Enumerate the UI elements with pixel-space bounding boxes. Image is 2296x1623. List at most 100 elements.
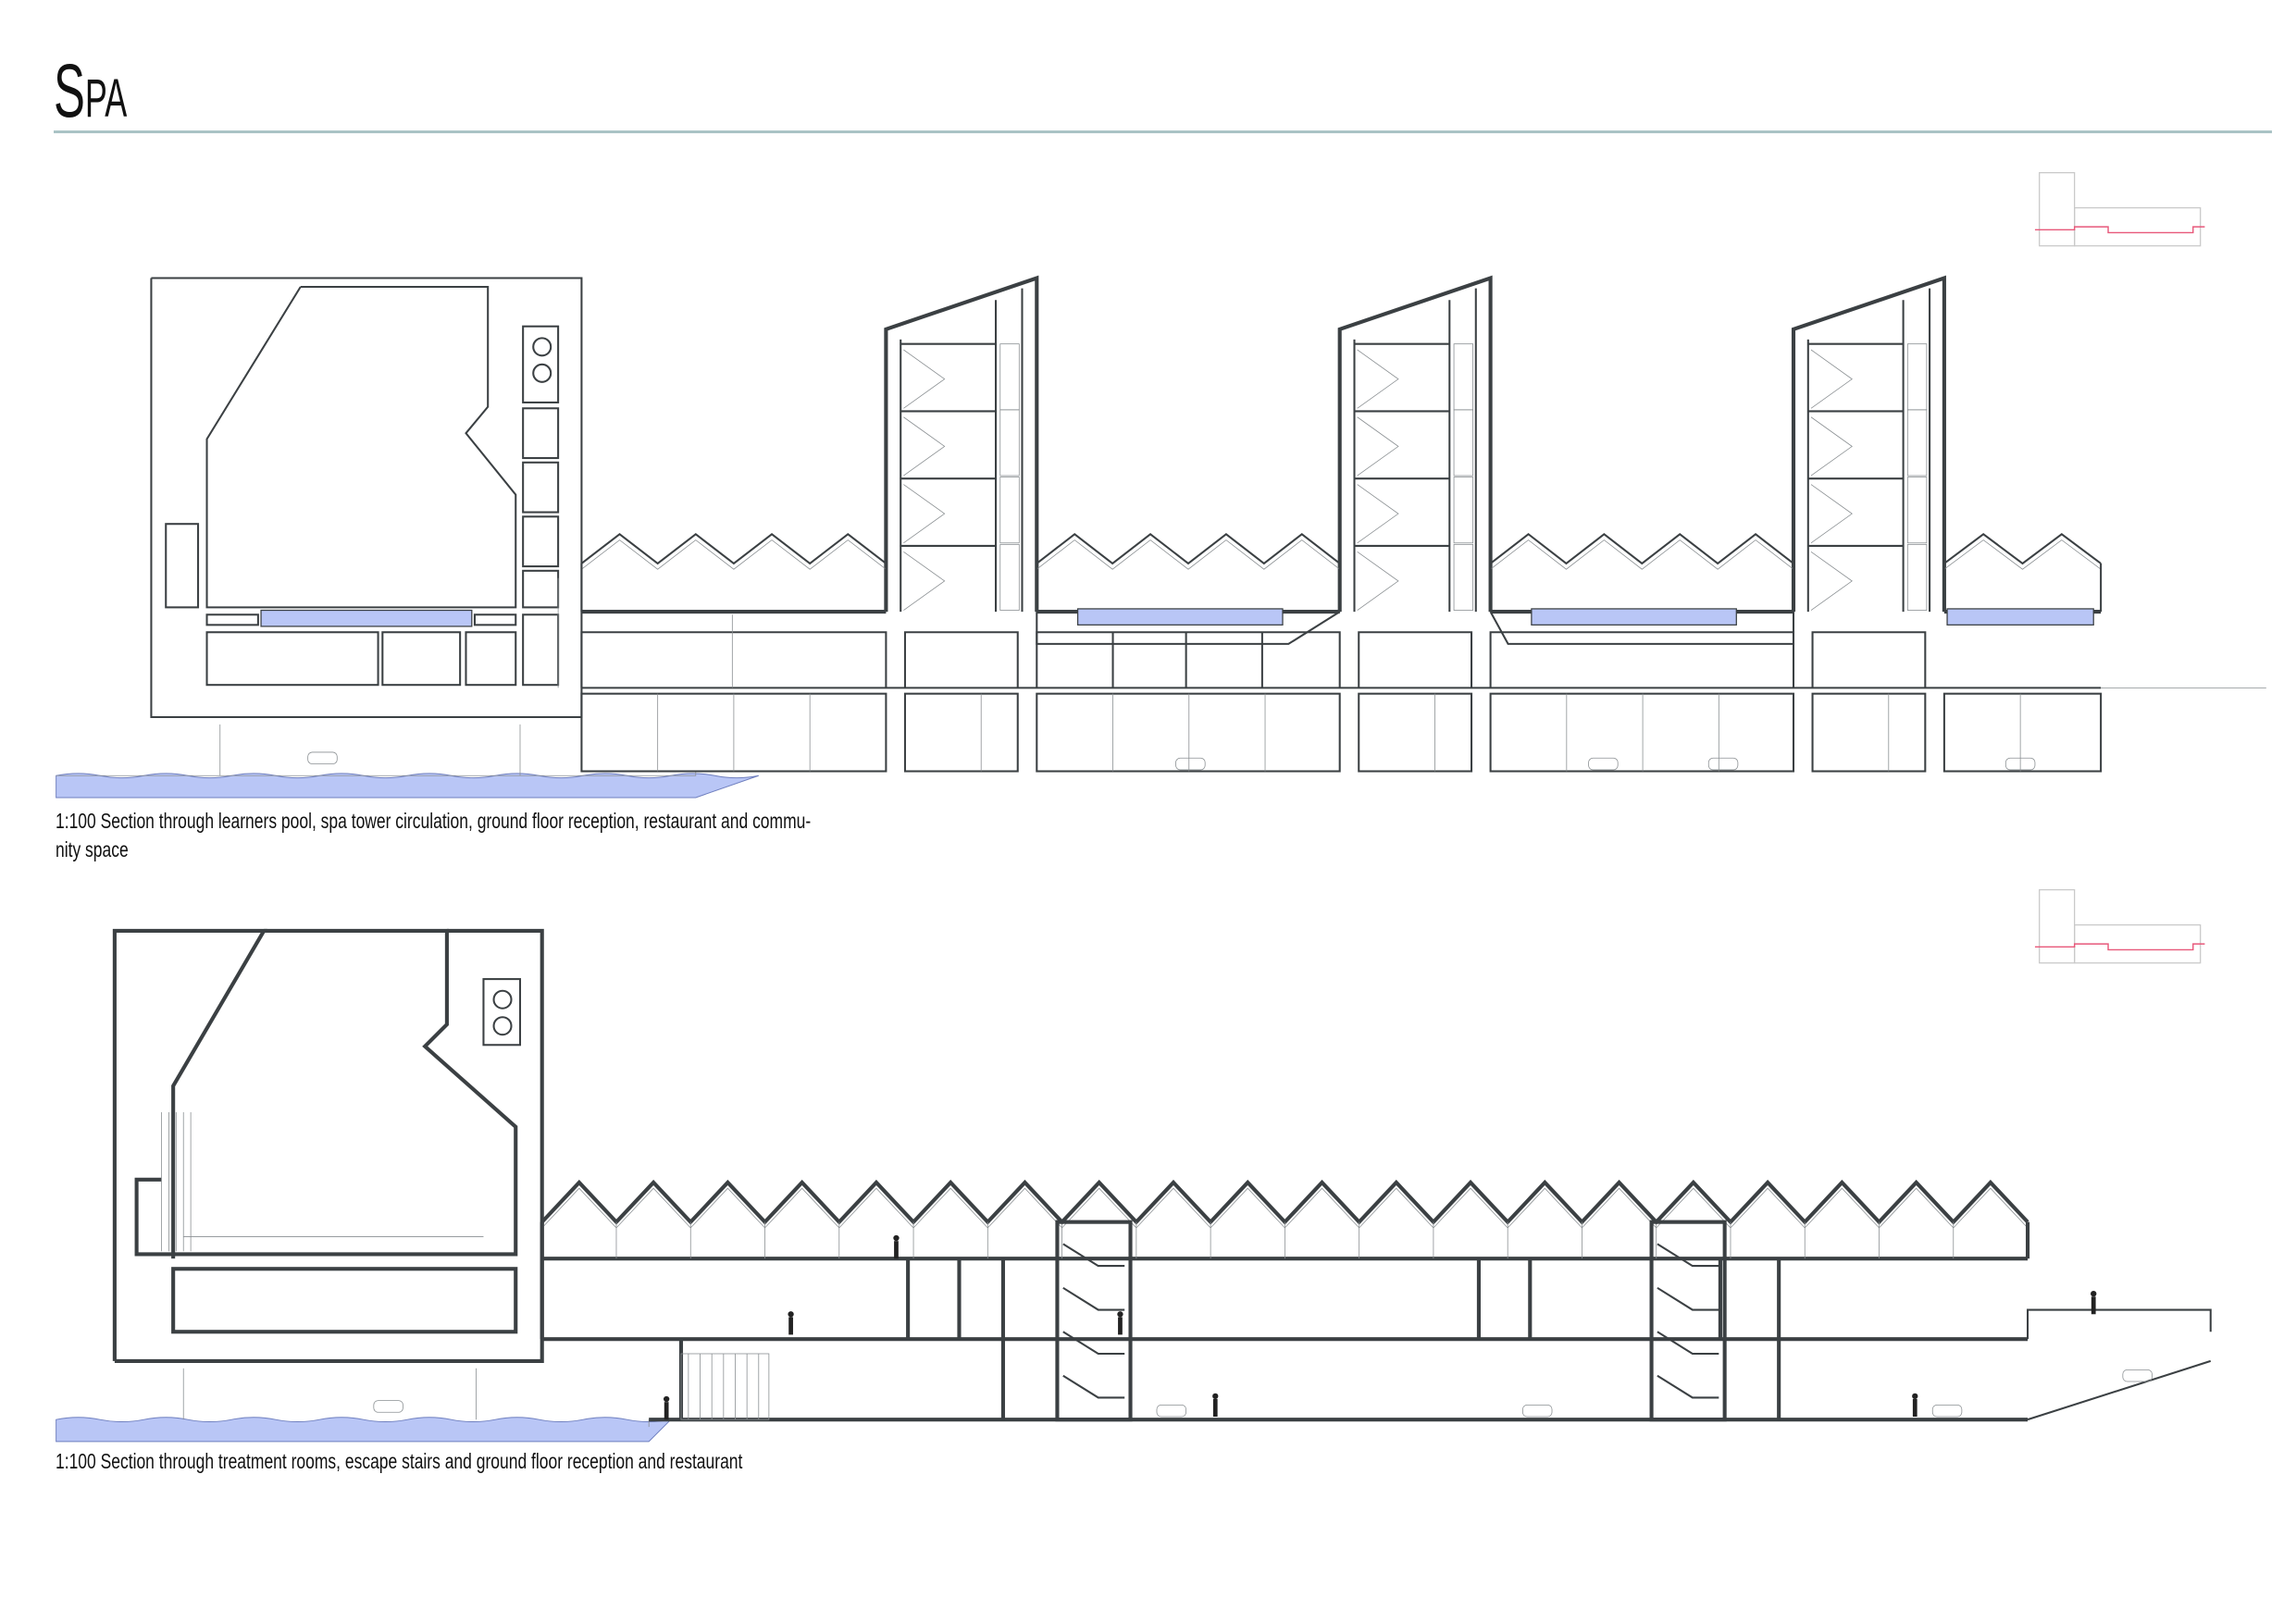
stair-flight (903, 551, 946, 611)
basement-bay (1489, 692, 1795, 773)
person-head-icon (2091, 1290, 2097, 1297)
person-head-icon (1912, 1393, 1918, 1400)
page-title: SPA (54, 48, 127, 135)
room-outline (473, 613, 517, 626)
section-1-caption-line-1: 1:100 Section through learners pool, spa… (56, 809, 812, 833)
roof-ceiling-line (1490, 539, 1794, 570)
section-1-learners-pool (56, 275, 2266, 799)
lift-circle (492, 989, 513, 1010)
ground-line (56, 771, 697, 776)
person-head-icon (893, 1234, 900, 1242)
person-icon (2091, 1296, 2096, 1315)
person-icon (1912, 1399, 1917, 1417)
person-icon (788, 1317, 793, 1335)
plant-slab (171, 1267, 518, 1334)
page-title-initial: S (54, 49, 85, 133)
basement-bay (1811, 692, 1927, 773)
car-icon (1707, 757, 1739, 771)
basement-bay (1036, 692, 1341, 773)
tower-room (999, 543, 1020, 611)
stair-flight (1810, 349, 1853, 409)
key-plan-section-cut (2034, 226, 2205, 234)
pool-building-outline (112, 928, 267, 1361)
roof-ceiling-line (1943, 539, 2102, 570)
pool (1946, 608, 2094, 626)
tower-room (999, 477, 1020, 544)
lift-circle (532, 337, 552, 357)
car-icon (2122, 1369, 2153, 1382)
wall-outline (1036, 611, 1341, 645)
car-icon (1175, 757, 1206, 771)
basement-bay (1358, 692, 1473, 773)
key-plan-section-cut (2034, 943, 2205, 951)
ground-floor-room (903, 631, 1019, 688)
stair-flight (1810, 484, 1853, 544)
reception-glazing (680, 1353, 770, 1420)
tower-room (1906, 409, 1928, 477)
stair-flight (1062, 1286, 1125, 1311)
pool-building-outline (150, 277, 583, 719)
lift-shaft (522, 325, 560, 403)
ground-floor-room (1811, 631, 1927, 688)
stair-flight (903, 416, 946, 477)
roof-ceiling-line (1036, 539, 1340, 570)
pitched-roof (1489, 532, 1794, 565)
stair-flight (1357, 416, 1399, 477)
tower-room (999, 343, 1020, 411)
ground-floor-room (580, 631, 887, 688)
car-icon (373, 1400, 403, 1413)
stair-flight (1062, 1374, 1125, 1399)
tower-room (1453, 477, 1474, 544)
car-icon (307, 751, 338, 764)
key-plans (2034, 171, 2205, 964)
basement-bay (903, 692, 1019, 773)
slope-ground (2027, 1359, 2212, 1421)
pool-building-outline (114, 928, 544, 1363)
stair-flight (1657, 1243, 1719, 1268)
side-room (165, 523, 200, 609)
pool-hall-void (205, 285, 517, 609)
car-icon (1521, 1404, 1553, 1418)
title-divider (54, 130, 2272, 133)
pool-hall-wall (134, 928, 518, 1257)
pitched-roof (1943, 533, 2102, 565)
stair-flight (1357, 484, 1399, 544)
stair-flight (1357, 551, 1399, 611)
car-icon (1588, 757, 1619, 771)
section-1-caption: 1:100 Section through learners pool, spa… (56, 807, 811, 864)
spa-tower (1791, 275, 1946, 613)
ground-floor-room (1036, 631, 1341, 688)
person-head-icon (1117, 1311, 1123, 1318)
escape-stair-core (1649, 1220, 1727, 1422)
page-title-rest: PA (84, 68, 128, 129)
roof-ceiling-line (581, 539, 887, 570)
lift-shaft (482, 978, 522, 1047)
stair-flight (1810, 416, 1853, 477)
tower-room (1453, 543, 1474, 611)
stair-flight (1062, 1331, 1125, 1356)
pitched-roof (1036, 532, 1341, 565)
section-2-treatment-rooms (56, 928, 2212, 1443)
escape-stair-core (1055, 1220, 1133, 1422)
room-outline (522, 613, 560, 687)
service-riser (522, 515, 560, 568)
key-plan-tower (2039, 888, 2076, 964)
spa-tower (884, 275, 1039, 613)
key-plan-tower (2039, 171, 2076, 247)
water (56, 773, 759, 799)
stair-flight (1657, 1331, 1719, 1356)
person-icon (664, 1402, 669, 1420)
spa-tower (1337, 275, 1493, 613)
ground-floor-room (1358, 631, 1473, 688)
water (56, 1417, 673, 1443)
service-riser (522, 407, 560, 460)
section-1-caption-line-2: nity space (56, 837, 129, 861)
plant-room (465, 631, 517, 687)
stair-flight (1062, 1243, 1125, 1268)
tower-room (1906, 543, 1928, 611)
tower-room (1906, 477, 1928, 544)
learners-pool (260, 609, 473, 627)
basement-bay (1942, 692, 2103, 773)
stair-flight (1657, 1374, 1719, 1399)
